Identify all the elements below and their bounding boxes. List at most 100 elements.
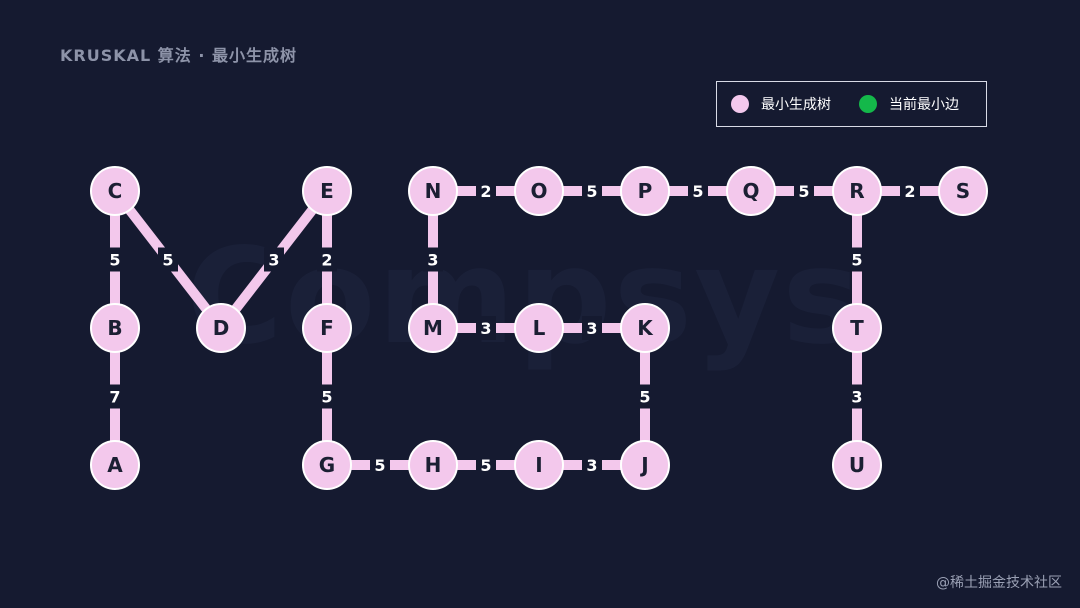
node-circle-H [408, 440, 458, 490]
edge-weight-bg [900, 179, 920, 203]
edge-weight-E-F: 2 [321, 251, 332, 270]
edge-weight-L-M: 3 [480, 319, 491, 338]
node-label-S: S [956, 179, 970, 203]
node-N: N [408, 166, 458, 216]
edge-weight-G-H: 5 [374, 456, 385, 475]
edge-weight-K-L: 3 [586, 319, 597, 338]
node-circle-D [196, 303, 246, 353]
edge-weight-bg [105, 384, 125, 409]
edge-weight-I-J: 3 [586, 456, 597, 475]
edge-weight-bg [476, 179, 496, 203]
node-label-R: R [849, 179, 864, 203]
node-label-N: N [425, 179, 442, 203]
node-label-I: I [535, 453, 542, 477]
edge-weight-C-B: 5 [109, 251, 120, 270]
node-circle-E [302, 166, 352, 216]
node-circle-C [90, 166, 140, 216]
node-B: B [90, 303, 140, 353]
node-A: A [90, 440, 140, 490]
node-I: I [514, 440, 564, 490]
edge-weight-H-I: 5 [480, 456, 491, 475]
edge-weight-bg [794, 179, 814, 203]
edge-weight-R-S: 2 [904, 182, 915, 201]
edge-weight-Q-R: 5 [798, 182, 809, 201]
node-circle-M [408, 303, 458, 353]
edge-weight-bg [847, 247, 867, 272]
legend: 最小生成树 当前最小边 [716, 81, 987, 127]
edge-weight-bg [847, 384, 867, 409]
node-circle-B [90, 303, 140, 353]
mst-dot-icon [731, 95, 749, 113]
node-L: L [514, 303, 564, 353]
node-T: T [832, 303, 882, 353]
edge-weight-B-A: 7 [109, 388, 120, 407]
edge-weight-F-G: 5 [321, 388, 332, 407]
node-circle-U [832, 440, 882, 490]
node-label-E: E [320, 179, 334, 203]
node-circle-O [514, 166, 564, 216]
edge-weight-P-Q: 5 [692, 182, 703, 201]
node-H: H [408, 440, 458, 490]
node-circle-S [938, 166, 988, 216]
node-label-O: O [530, 179, 547, 203]
edge-weight-D-E: 3 [268, 251, 279, 270]
edge-weight-bg [317, 384, 337, 409]
edge-weight-bg [582, 453, 602, 477]
node-circle-N [408, 166, 458, 216]
node-E: E [302, 166, 352, 216]
node-S: S [938, 166, 988, 216]
node-label-G: G [319, 453, 335, 477]
node-label-K: K [637, 316, 654, 340]
edge-weight-bg [423, 247, 443, 272]
edge-weight-R-T: 5 [851, 251, 862, 270]
node-circle-P [620, 166, 670, 216]
edge-weight-M-N: 3 [427, 251, 438, 270]
node-label-T: T [850, 316, 864, 340]
node-label-C: C [108, 179, 123, 203]
edge-weight-bg [158, 247, 178, 272]
legend-item-mst: 最小生成树 [731, 94, 831, 114]
edge-weight-bg [105, 247, 125, 272]
node-K: K [620, 303, 670, 353]
legend-label-mst: 最小生成树 [761, 97, 831, 113]
node-label-M: M [423, 316, 443, 340]
legend-label-current: 当前最小边 [889, 97, 959, 113]
edge-weight-bg [688, 179, 708, 203]
edge-weight-bg [264, 247, 284, 272]
node-circle-L [514, 303, 564, 353]
node-label-P: P [638, 179, 653, 203]
node-label-H: H [425, 453, 442, 477]
edge-weight-bg [582, 179, 602, 203]
node-M: M [408, 303, 458, 353]
node-J: J [620, 440, 670, 490]
edge-weight-J-K: 5 [639, 388, 650, 407]
node-F: F [302, 303, 352, 353]
edge-weight-N-O: 2 [480, 182, 491, 201]
current-edge-dot-icon [859, 95, 877, 113]
node-label-J: J [639, 453, 648, 477]
edge-weight-bg [476, 453, 496, 477]
node-circle-Q [726, 166, 776, 216]
edge-weight-bg [582, 316, 602, 340]
edge-weight-bg [370, 453, 390, 477]
node-circle-G [302, 440, 352, 490]
legend-item-current: 当前最小边 [859, 94, 959, 114]
node-circle-F [302, 303, 352, 353]
node-U: U [832, 440, 882, 490]
node-label-B: B [107, 316, 122, 340]
node-circle-I [514, 440, 564, 490]
node-P: P [620, 166, 670, 216]
node-label-D: D [213, 316, 230, 340]
page-title: KRUSKAL 算法 · 最小生成树 [60, 46, 298, 65]
node-circle-R [832, 166, 882, 216]
watermark-text: Compsys [186, 220, 863, 374]
node-Q: Q [726, 166, 776, 216]
edge-weight-C-D: 5 [162, 251, 173, 270]
node-C: C [90, 166, 140, 216]
edge-weight-bg [635, 384, 655, 409]
footer-credit: @稀土掘金技术社区 [936, 575, 1062, 591]
node-circle-T [832, 303, 882, 353]
node-R: R [832, 166, 882, 216]
node-circle-A [90, 440, 140, 490]
